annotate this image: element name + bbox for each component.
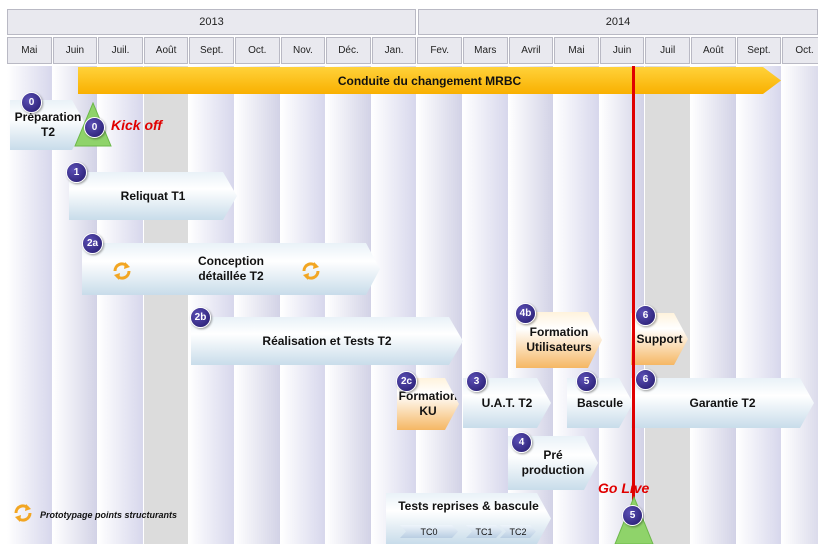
phase-conception-label-1: Conception xyxy=(198,254,264,268)
month-column xyxy=(326,66,371,544)
year-header-2013: 2013 xyxy=(7,9,416,35)
go-live-line xyxy=(632,66,635,544)
month-header: Oct. xyxy=(235,37,280,64)
phase-formation-ku-label-2: KU xyxy=(419,404,437,418)
phase-conception-bar: Conception détaillée T2 xyxy=(82,243,380,295)
month-header: Juil. xyxy=(98,37,143,64)
go-live-label: Go Live xyxy=(598,480,650,496)
year-header-2014: 2014 xyxy=(418,9,818,35)
month-column xyxy=(736,66,782,544)
month-column xyxy=(599,66,645,544)
month-header: Déc. xyxy=(326,37,371,64)
phase-preparation-label-2: T2 xyxy=(40,125,55,139)
month-column xyxy=(417,66,462,544)
month-header: Nov. xyxy=(280,37,326,64)
phase-formation-ku-badge: 2c xyxy=(396,371,417,392)
month-header: Sept. xyxy=(736,37,782,64)
month-header: Juin xyxy=(52,37,98,64)
phase-support-badge: 6 xyxy=(635,305,656,326)
phase-preproduction-label-2: production xyxy=(521,463,585,477)
month-column xyxy=(645,66,690,544)
phase-formation-users-badge: 4b xyxy=(515,303,536,324)
legend-label: Prototypage points structurants xyxy=(40,510,178,520)
tests-chevron-tc0: TC0 xyxy=(400,525,458,538)
month-header: Août xyxy=(691,37,736,64)
month-header: Jan. xyxy=(371,37,417,64)
month-header: Mai xyxy=(7,37,52,64)
month-header: Juin xyxy=(599,37,645,64)
cycle-arrows-icon xyxy=(14,504,32,522)
tests-chevron-tc2: TC2 xyxy=(500,525,536,538)
phase-bascule-badge: 5 xyxy=(576,371,597,392)
month-header: Avril xyxy=(508,37,554,64)
phase-formation-ku-label-1: Formation xyxy=(398,389,458,403)
month-header: Juil xyxy=(645,37,690,64)
cycle-arrows-icon xyxy=(113,262,131,280)
phase-preproduction-bar: Pré production xyxy=(508,436,598,490)
kickoff-badge: 0 xyxy=(84,117,105,138)
month-column xyxy=(189,66,234,544)
month-header: Mars xyxy=(463,37,508,64)
cycle-arrows-icon xyxy=(302,262,320,280)
month-column xyxy=(691,66,736,544)
go-live-badge: 5 xyxy=(622,505,643,526)
phase-preproduction-label-1: Pré xyxy=(543,448,563,462)
phase-uat-badge: 3 xyxy=(466,371,487,392)
phase-formation-users-label-1: Formation xyxy=(529,325,589,339)
month-column xyxy=(463,66,508,544)
phase-realisation-badge: 2b xyxy=(190,307,211,328)
month-header: Sept. xyxy=(189,37,234,64)
phase-garantie-badge: 6 xyxy=(635,369,656,390)
month-header: Fev. xyxy=(417,37,462,64)
phase-conception-badge: 2a xyxy=(82,233,103,254)
month-column xyxy=(782,66,818,544)
kickoff-label: Kick off xyxy=(111,117,163,133)
month-column xyxy=(235,66,280,544)
phase-realisation-bar: Réalisation et Tests T2 xyxy=(191,317,463,365)
month-header: Août xyxy=(143,37,189,64)
phase-garantie-bar: Garantie T2 xyxy=(631,378,814,428)
phase-preparation-label-1: Préparation xyxy=(14,110,82,124)
change-management-bar: Conduite du changement MRBC xyxy=(78,67,781,94)
month-header: Oct. xyxy=(782,37,818,64)
phase-conception-label-2: détaillée T2 xyxy=(198,269,264,283)
phase-reliquat-bar: Reliquat T1 xyxy=(69,172,237,220)
month-column xyxy=(371,66,417,544)
month-column xyxy=(143,66,189,544)
phase-formation-users-label-2: Utilisateurs xyxy=(526,340,592,354)
month-header: Mai xyxy=(554,37,599,64)
phase-reliquat-badge: 1 xyxy=(66,162,87,183)
month-column xyxy=(280,66,326,544)
phase-preparation-badge: 0 xyxy=(21,92,42,113)
phase-preproduction-badge: 4 xyxy=(511,432,532,453)
tests-chevron-tc1: TC1 xyxy=(466,525,502,538)
